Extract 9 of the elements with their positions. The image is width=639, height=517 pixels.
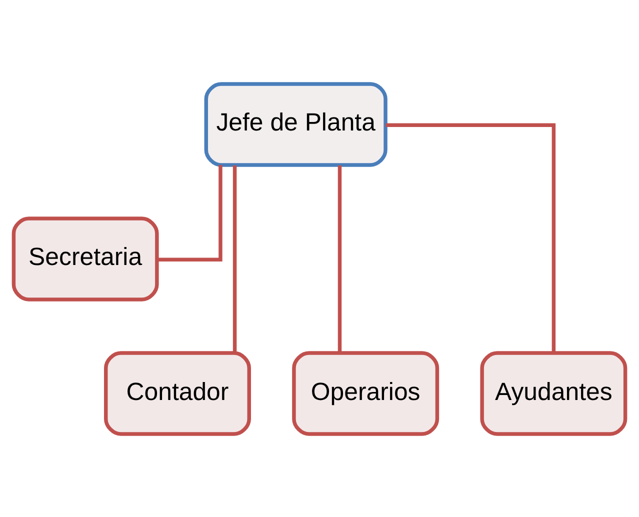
connector: [338, 164, 342, 352]
node-box: Jefe de Planta: [204, 82, 388, 166]
node-box: Secretaria: [12, 216, 159, 301]
node-box: Operarios: [292, 350, 440, 436]
connector: [386, 122, 556, 352]
node-box: Ayudantes: [480, 350, 628, 436]
connector: [232, 164, 237, 352]
connector: [157, 164, 222, 261]
node-box: Contador: [104, 350, 251, 436]
